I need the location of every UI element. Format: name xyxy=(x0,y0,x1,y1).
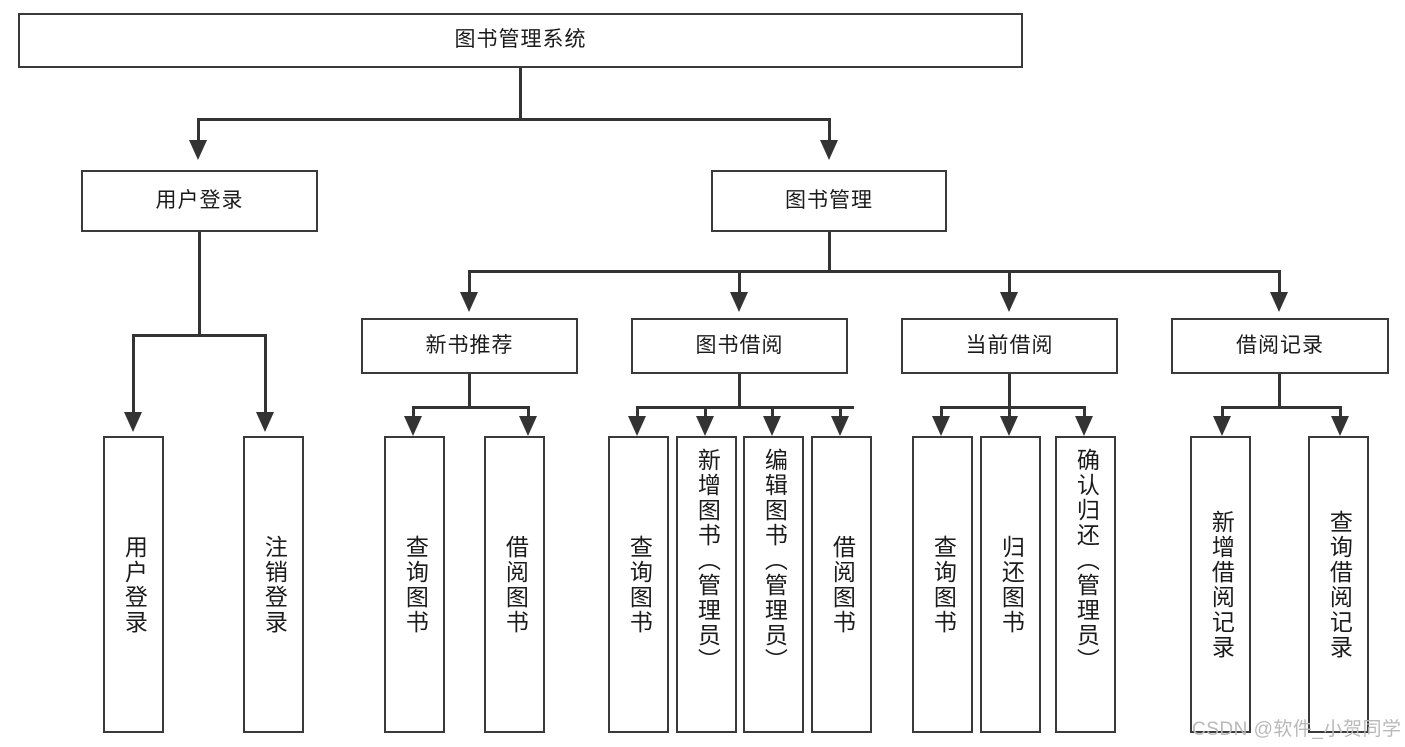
node-label: 借阅图书 xyxy=(502,534,529,635)
arrowhead-leaf-logout xyxy=(256,412,274,432)
node-user-login[interactable]: 用户登录 xyxy=(81,170,318,232)
leaf-user-login[interactable]: 用户登录 xyxy=(103,436,164,733)
connector-currentborrow-drop-3 xyxy=(1083,406,1086,418)
connector-root-stem xyxy=(519,68,522,120)
connector-borrowrecord-drop-2 xyxy=(1339,406,1342,418)
arrowhead-leaf-user-login xyxy=(124,412,142,432)
connector-currentborrow-bus xyxy=(940,406,1086,409)
arrowhead-leaf-currentborrow-3 xyxy=(1075,416,1093,436)
node-label: 用户登录 xyxy=(121,534,148,635)
arrowhead-leaf-newbook-2 xyxy=(519,416,537,436)
connector-bm-drop-2 xyxy=(738,270,741,294)
node-root-system[interactable]: 图书管理系统 xyxy=(18,13,1023,68)
connector-bm-drop-1 xyxy=(468,270,471,294)
arrowhead-leaf-newbook-1 xyxy=(404,416,422,436)
arrowhead-leaf-bookborrow-3 xyxy=(763,416,781,436)
leaf-confirm-return-admin[interactable]: 确认归还（管理员） xyxy=(1055,436,1116,733)
leaf-query-book-current[interactable]: 查询图书 xyxy=(912,436,973,733)
arrowhead-current-borrow xyxy=(1000,292,1018,312)
node-label: 当前借阅 xyxy=(965,333,1054,357)
arrowhead-book-borrow xyxy=(730,292,748,312)
node-label: 图书管理 xyxy=(785,188,873,212)
node-label: 新增图书（管理员） xyxy=(694,448,721,673)
connector-user-login-bus xyxy=(132,334,267,337)
node-label: 用户登录 xyxy=(155,188,244,212)
node-label: 归还图书 xyxy=(998,534,1025,635)
node-borrow-record[interactable]: 借阅记录 xyxy=(1171,318,1389,374)
connector-borrowrecord-bus xyxy=(1221,406,1342,409)
arrowhead-leaf-borrowrecord-2 xyxy=(1331,416,1349,436)
connector-newbook-drop-1 xyxy=(412,406,415,418)
node-current-borrow[interactable]: 当前借阅 xyxy=(901,318,1118,374)
connector-root-drop-left xyxy=(197,118,200,142)
node-label: 查询图书 xyxy=(402,534,429,635)
connector-currentborrow-drop-2 xyxy=(1008,406,1011,418)
arrowhead-leaf-bookborrow-1 xyxy=(628,416,646,436)
node-label: 图书管理系统 xyxy=(454,28,587,52)
leaf-return-book[interactable]: 归还图书 xyxy=(980,436,1041,733)
node-book-borrow[interactable]: 图书借阅 xyxy=(631,318,848,374)
arrowhead-user-login xyxy=(189,140,207,160)
connector-root-bus xyxy=(197,118,831,121)
node-label: 确认归还（管理员） xyxy=(1073,448,1100,673)
node-label: 注销登录 xyxy=(261,534,288,635)
leaf-edit-book-admin[interactable]: 编辑图书（管理员） xyxy=(743,436,804,733)
node-label: 新书推荐 xyxy=(425,333,514,357)
node-label: 查询图书 xyxy=(626,534,653,635)
connector-newbook-stem xyxy=(468,374,471,408)
connector-borrowrecord-drop-1 xyxy=(1221,406,1224,418)
connector-user-login-drop-2 xyxy=(264,334,267,414)
arrowhead-book-manage xyxy=(820,140,838,160)
node-label: 查询图书 xyxy=(930,534,957,635)
arrowhead-borrow-record xyxy=(1270,292,1288,312)
connector-newbook-drop-2 xyxy=(527,406,530,418)
connector-currentborrow-drop-1 xyxy=(940,406,943,418)
connector-bookborrow-drop-3 xyxy=(771,406,774,418)
connector-bm-drop-3 xyxy=(1008,270,1011,294)
node-label: 图书借阅 xyxy=(695,333,784,357)
connector-currentborrow-stem xyxy=(1008,374,1011,408)
connector-bm-drop-4 xyxy=(1278,270,1281,294)
arrowhead-leaf-currentborrow-1 xyxy=(932,416,950,436)
connector-user-login-stem xyxy=(198,232,201,336)
connector-root-drop-right xyxy=(828,118,831,142)
leaf-query-borrow-record[interactable]: 查询借阅记录 xyxy=(1308,436,1369,733)
connector-user-login-drop-1 xyxy=(132,334,135,414)
node-new-book-recommend[interactable]: 新书推荐 xyxy=(361,318,578,374)
leaf-add-borrow-record[interactable]: 新增借阅记录 xyxy=(1190,436,1251,733)
connector-bookborrow-drop-2 xyxy=(704,406,707,418)
leaf-add-book-admin[interactable]: 新增图书（管理员） xyxy=(676,436,737,733)
connector-bookborrow-drop-4 xyxy=(839,406,842,418)
connector-bookborrow-bus xyxy=(636,406,854,409)
connector-newbook-bus xyxy=(412,406,530,409)
arrowhead-leaf-borrowrecord-1 xyxy=(1213,416,1231,436)
node-book-management[interactable]: 图书管理 xyxy=(711,170,947,232)
node-label: 借阅图书 xyxy=(829,534,856,635)
leaf-borrow-book[interactable]: 借阅图书 xyxy=(811,436,872,733)
connector-bookborrow-stem xyxy=(738,374,741,408)
node-label: 新增借阅记录 xyxy=(1208,509,1235,660)
arrowhead-leaf-currentborrow-2 xyxy=(1000,416,1018,436)
arrowhead-leaf-bookborrow-2 xyxy=(696,416,714,436)
leaf-query-book-borrow[interactable]: 查询图书 xyxy=(608,436,669,733)
leaf-logout[interactable]: 注销登录 xyxy=(243,436,304,733)
node-label: 查询借阅记录 xyxy=(1326,509,1353,660)
node-label: 借阅记录 xyxy=(1236,333,1324,357)
leaf-query-book-newbook[interactable]: 查询图书 xyxy=(384,436,445,733)
arrowhead-new-book xyxy=(460,292,478,312)
arrowhead-leaf-bookborrow-4 xyxy=(831,416,849,436)
leaf-borrow-book-newbook[interactable]: 借阅图书 xyxy=(484,436,545,733)
node-label: 编辑图书（管理员） xyxy=(761,448,788,673)
connector-book-management-stem xyxy=(828,232,831,272)
connector-book-management-bus xyxy=(468,270,1280,273)
connector-borrowrecord-stem xyxy=(1278,374,1281,408)
connector-bookborrow-drop-1 xyxy=(636,406,639,418)
